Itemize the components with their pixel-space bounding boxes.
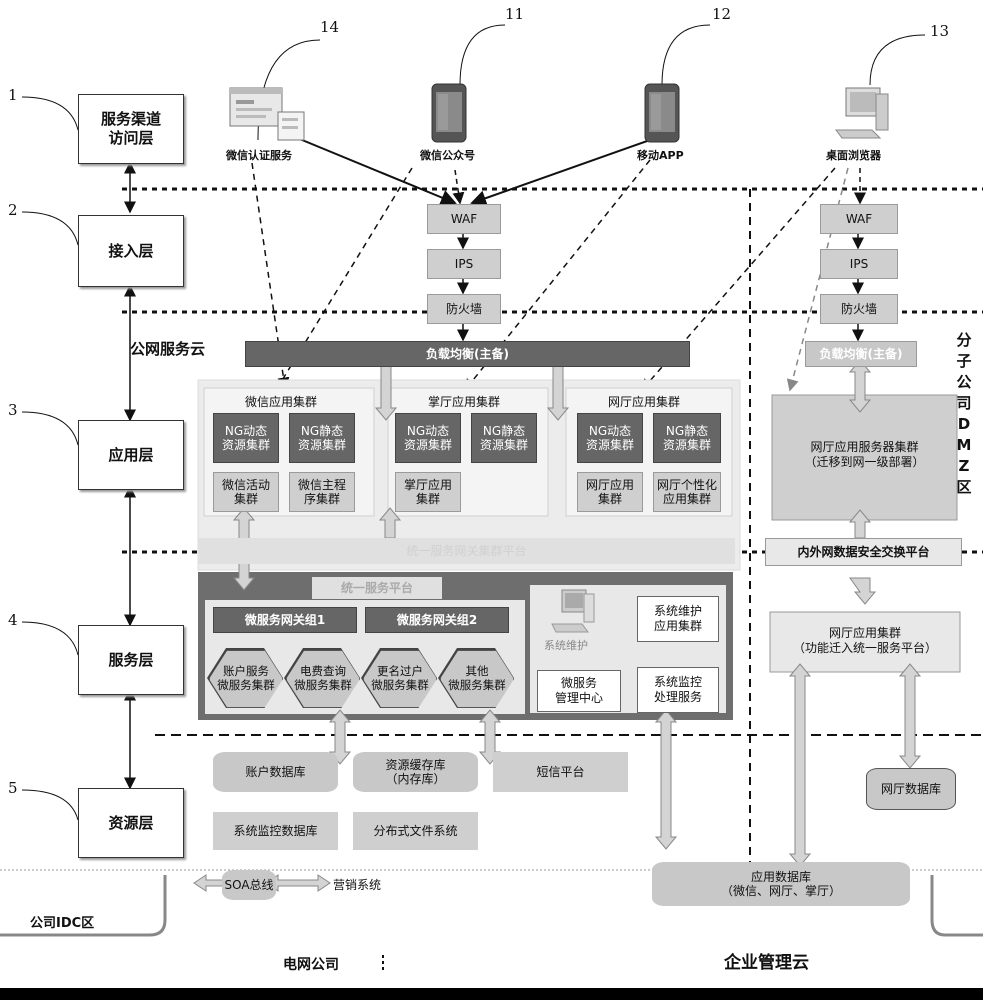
channel-label: 微信认证服务	[226, 149, 292, 162]
waf-box: WAF	[427, 204, 501, 234]
enterprise-cloud-label: 企业管理云	[724, 953, 809, 973]
distributed-file-system: 分布式文件系统	[353, 812, 478, 850]
sms-platform: 短信平台	[493, 752, 628, 792]
dmz-exchange-platform: 内外网数据安全交换平台	[765, 538, 962, 566]
company-idc-zone: 公司IDC区	[30, 916, 95, 931]
ng-dynamic-cluster: NG动态 资源集群	[577, 413, 643, 463]
ng-static-cluster: NG静态 资源集群	[471, 413, 537, 463]
load-balancer-dmz: 负载均衡(主备)	[805, 341, 917, 367]
layer-number: 1	[8, 86, 18, 104]
channel-label: 移动APP	[637, 149, 684, 162]
bill-query-microservice: 电费查询 微服务集群	[286, 650, 360, 708]
web-personal-cluster: 网厅个性化 应用集群	[653, 472, 721, 512]
channel-label: 微信公众号	[420, 149, 475, 162]
gateway-platform-bar: 统一服务网关集群平台	[198, 538, 735, 564]
layer-access-channel: 服务渠道 访问层	[78, 94, 184, 164]
maintenance-computer-icon	[551, 589, 595, 633]
sys-maint-cluster: 系统维护 应用集群	[637, 596, 719, 642]
sys-maint-icon-label: 系统维护	[544, 639, 588, 652]
firewall-box: 防火墙	[820, 294, 898, 324]
layer-access: 接入层	[78, 215, 184, 287]
desktop-computer-icon	[835, 87, 889, 139]
microservice-gateway-2: 微服务网关组2	[365, 607, 509, 633]
account-database: 账户数据库	[213, 752, 338, 792]
layer-application: 应用层	[78, 420, 184, 490]
layer-number: 3	[8, 401, 18, 419]
phone-icon	[431, 83, 467, 143]
grid-company-label: 电网公司	[283, 957, 339, 973]
marketing-system: 营销系统	[333, 878, 382, 892]
web-app-cluster: 网厅应用 集群	[577, 472, 643, 512]
other-microservice: 其他 微服务集群	[440, 650, 514, 708]
layer-number: 4	[8, 611, 18, 629]
layer-service: 服务层	[78, 625, 184, 695]
firewall-box: 防火墙	[427, 294, 501, 324]
cluster-title-web: 网厅应用集群	[608, 395, 681, 409]
ips-box: IPS	[820, 249, 898, 279]
channel-label: 桌面浏览器	[826, 149, 881, 162]
micro-mgmt-center: 微服务 管理中心	[537, 670, 621, 712]
transfer-microservice: 更名过户 微服务集群	[363, 650, 437, 708]
waf-box: WAF	[820, 204, 898, 234]
channel-number: 13	[930, 22, 950, 40]
phone-icon	[644, 83, 680, 143]
dmz-web-server-cluster: 网厅应用服务器集群 （迁移到网一级部署）	[804, 440, 925, 469]
layer-number: 2	[8, 201, 18, 219]
cluster-title-palm: 掌厅应用集群	[428, 395, 501, 409]
wechat-main-cluster: 微信主程 序集群	[289, 472, 355, 512]
dmz-web-cluster-migrated: 网厅应用集群 （功能迁入统一服务平台）	[792, 626, 937, 655]
ng-dynamic-cluster: NG动态 资源集群	[213, 413, 279, 463]
public-cloud-label: 公网服务云	[130, 340, 206, 358]
cache-database: 资源缓存库 （内存库）	[353, 752, 478, 792]
monitor-database: 系统监控数据库	[213, 812, 338, 850]
cluster-title-wechat: 微信应用集群	[245, 395, 318, 409]
web-page-icon	[229, 87, 305, 141]
channel-number: 11	[505, 5, 525, 23]
wechat-activity-cluster: 微信活动 集群	[213, 472, 279, 512]
ips-box: IPS	[427, 249, 501, 279]
app-database: 应用数据库 （微信、网厅、掌厅）	[652, 862, 910, 906]
sys-monitor-service: 系统监控 处理服务	[637, 667, 719, 713]
soa-bus: SOA总线	[222, 870, 276, 900]
unified-service-platform: 统一服务平台	[312, 577, 442, 599]
account-microservice: 账户服务 微服务集群	[209, 650, 283, 708]
layer-number: 5	[8, 779, 18, 797]
layer-resource: 资源层	[78, 788, 184, 858]
microservice-gateway-1: 微服务网关组1	[213, 607, 357, 633]
channel-number: 12	[712, 5, 732, 23]
ng-static-cluster: NG静态 资源集群	[289, 413, 355, 463]
ng-static-cluster: NG静态 资源集群	[653, 413, 721, 463]
ng-dynamic-cluster: NG动态 资源集群	[395, 413, 461, 463]
load-balancer-bar: 负载均衡(主备)	[245, 341, 690, 367]
web-hall-database: 网厅数据库	[866, 768, 956, 810]
channel-number: 14	[320, 18, 340, 36]
palm-app-cluster: 掌厅应用 集群	[395, 472, 461, 512]
